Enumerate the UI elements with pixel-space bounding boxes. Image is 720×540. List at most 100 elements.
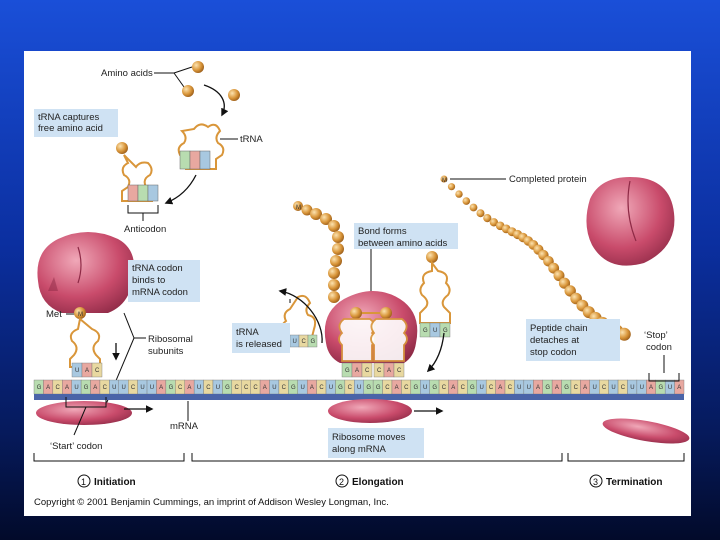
mrna-base-letter: U — [423, 385, 427, 391]
mrna-base-letter: C — [244, 385, 249, 391]
mrna-base-letter: G — [37, 385, 42, 391]
stage-3-circle — [589, 474, 603, 488]
mrna-base-letter: U — [611, 385, 615, 391]
mrna-base-letter: C — [508, 385, 513, 391]
bond-forms-text-2: between amino acids — [358, 238, 447, 249]
protein-bead — [483, 214, 492, 223]
growing-peptide — [293, 201, 344, 303]
bond-forms-box — [354, 223, 458, 249]
free-amino-acid — [192, 61, 204, 73]
stage-3-num: 3 — [593, 477, 598, 487]
mrna-backbone — [34, 394, 684, 400]
mrna-base-letter: U — [640, 385, 644, 391]
mrna-base-letter: G — [470, 385, 475, 391]
copyright: Copyright © 2001 Benjamin Cummings, an i… — [34, 497, 389, 508]
protein-bead — [455, 190, 463, 198]
protein-bead — [447, 183, 456, 191]
mrna-base-letter: A — [263, 385, 267, 391]
trna-a-base-cell — [361, 362, 373, 378]
trna-b-base-letter: C — [377, 368, 382, 374]
initiation-ribosome — [37, 232, 135, 313]
trna-a-base-letter: G — [345, 368, 350, 374]
incoming-amino-acid — [426, 251, 438, 263]
mrna-base-letter: C — [621, 385, 626, 391]
codon-binds-text-2: binds to — [132, 275, 165, 286]
mrna-base-letter: A — [451, 385, 455, 391]
mrna-base-letter: G — [376, 385, 381, 391]
mrna-base-letter: U — [630, 385, 634, 391]
mrna-base-letter: G — [414, 385, 419, 391]
mrna-base-letter: A — [93, 385, 97, 391]
mrna-base-letter: C — [574, 385, 579, 391]
trna-a-base-letter: A — [355, 368, 359, 374]
stage-1-num: 1 — [81, 477, 86, 487]
mrna-base-letter: C — [602, 385, 607, 391]
mrna-base-letter: U — [197, 385, 201, 391]
mrna-base-letter: C — [442, 385, 447, 391]
trna-released-base-letter: C — [302, 339, 307, 345]
trna-released-text-1: tRNA — [236, 327, 259, 338]
stop-codon-label-2: codon — [646, 342, 672, 353]
amino-acids-leader-b — [173, 72, 185, 88]
initiation-bracket — [33, 453, 185, 462]
mrna-base-letter: G — [366, 385, 371, 391]
mrna-base-letter: C — [56, 385, 61, 391]
met-label: Met — [46, 309, 62, 320]
trna-b-base-letter: A — [387, 368, 391, 374]
mrna-label: mRNA — [170, 421, 199, 432]
free-amino-acid — [228, 89, 240, 101]
mrna-base-letter: G — [545, 385, 550, 391]
mrna-base-letter: U — [74, 385, 78, 391]
mrna-base-letter: A — [555, 385, 559, 391]
ribosomal-label-2: subunits — [148, 346, 184, 357]
protein-bead — [462, 197, 471, 205]
protein-bead — [489, 218, 499, 227]
mrna-base-letter: A — [677, 385, 681, 391]
stage-1-circle — [77, 474, 91, 488]
mrna-base-letter: U — [357, 385, 361, 391]
ribosome-moves-box — [328, 428, 424, 458]
anticodon-bracket — [127, 205, 159, 214]
mrna-base-letter: C — [404, 385, 409, 391]
mrna-base-letter: A — [583, 385, 587, 391]
mrna-base-letter: A — [310, 385, 314, 391]
mrna-base-letter: C — [348, 385, 353, 391]
bond-forms-text-1: Bond forms — [358, 226, 407, 237]
mrna-base-letter: A — [46, 385, 50, 391]
stage-1-label: Initiation — [94, 477, 136, 488]
mrna-base-letter: U — [140, 385, 144, 391]
mrna-base-letter: C — [235, 385, 240, 391]
trna-p-site — [338, 318, 408, 362]
mrna-base-letter: C — [206, 385, 211, 391]
mrna-base-letter: G — [432, 385, 437, 391]
stage-2-num: 2 — [339, 477, 344, 487]
start-anticodon-base-letter: C — [95, 368, 100, 374]
codon-binds-text-3: mRNA codon — [132, 287, 188, 298]
trna-incoming-base-letter: G — [443, 328, 448, 334]
completed-protein-label: Completed protein — [509, 174, 587, 185]
codon-binds-box — [128, 260, 200, 302]
mrna-base-letter: U — [112, 385, 116, 391]
mrna-base-letter: U — [517, 385, 521, 391]
trna-label: tRNA — [240, 134, 263, 145]
mrna-base-letter: C — [131, 385, 136, 391]
mrna-base-letter: G — [658, 385, 663, 391]
trna-captures-box — [34, 109, 118, 137]
mrna-base-letter: A — [395, 385, 399, 391]
mrna-base-letter: C — [282, 385, 287, 391]
incoming-arrow — [426, 332, 445, 373]
peptide-text-3: stop codon — [530, 347, 576, 358]
amino-acids-leader-a — [173, 66, 193, 74]
trna-charged — [116, 142, 159, 202]
mrna-base-letter: C — [253, 385, 258, 391]
elongation-bracket — [191, 453, 563, 462]
mrna-base-letter: A — [498, 385, 502, 391]
trna-released-base-letter: U — [293, 339, 297, 345]
trna-released-base-cell — [307, 334, 318, 348]
codon-binds-text-1: tRNA codon — [132, 263, 183, 274]
